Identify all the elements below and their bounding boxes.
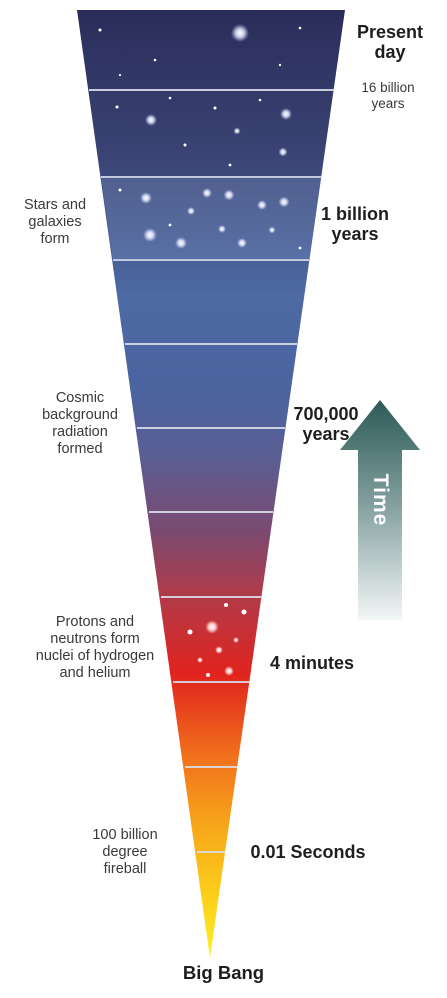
protons-neutrons-label: Protons and neutrons form nuclei of hydr… xyxy=(35,614,155,682)
one-billion-years-label: 1 billion years xyxy=(320,204,389,245)
time-arrow-label: Time xyxy=(369,473,392,527)
galaxy-band xyxy=(101,177,321,260)
cosmic-background-label: Cosmic background radiation formed xyxy=(42,390,118,458)
time-cone xyxy=(77,10,345,958)
four-minutes-label: 4 minutes xyxy=(269,653,355,673)
present-day-label: Present day xyxy=(356,22,424,63)
band-dividers xyxy=(89,89,334,853)
stars-galaxies-label: Stars and galaxies form xyxy=(23,197,87,248)
big-bang-label: Big Bang xyxy=(182,962,265,983)
stars xyxy=(98,24,302,250)
hundredth-second-label: 0.01 Seconds xyxy=(250,842,366,862)
time-arrow-icon xyxy=(340,400,420,620)
seven-hundred-thousand-years-label: 700,000 years xyxy=(293,404,359,445)
fireball-label: 100 billion degree fireball xyxy=(92,827,158,878)
present-years-label: 16 billion years xyxy=(361,80,415,111)
nuclei-particles xyxy=(187,603,247,677)
